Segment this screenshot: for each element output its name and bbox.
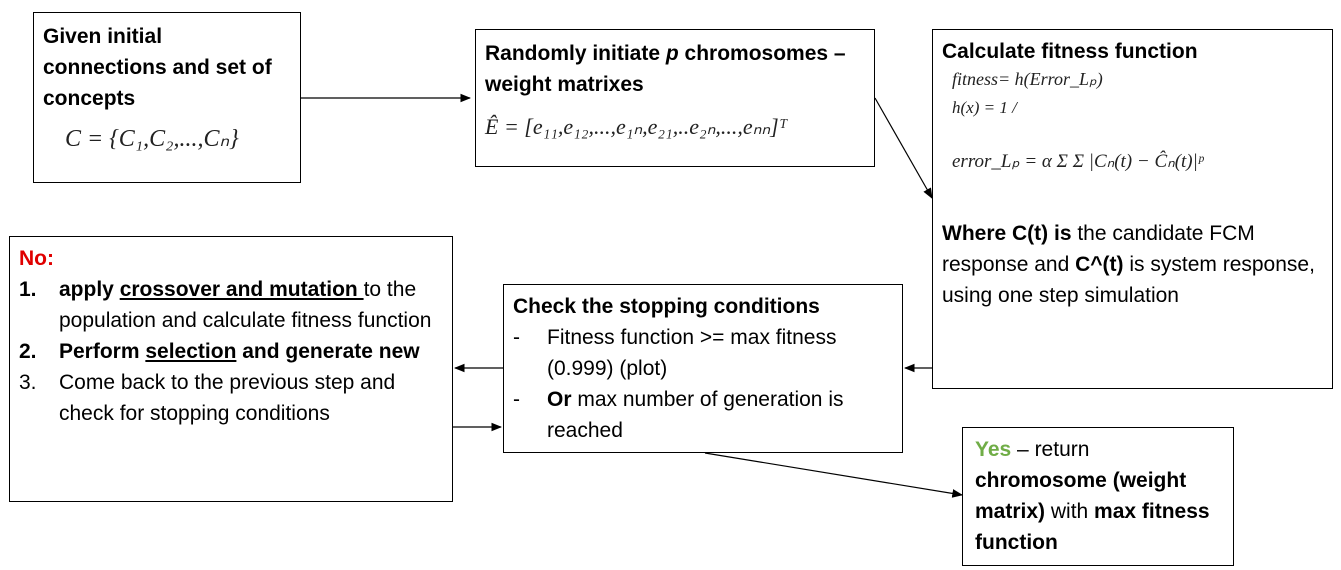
list-item: 1. apply crossover and mutation to the p… xyxy=(19,278,432,332)
error-formula-block: error_Lₚ = α Σ Σ |Cₙ(t) − Ĉₙ(t)|ᵖ xyxy=(952,134,1323,192)
box-random-initiate: Randomly initiate p chromosomes – weight… xyxy=(475,29,875,167)
arrow-check-to-yes xyxy=(704,452,964,498)
list-item: -Fitness function >= max fitness (0.999)… xyxy=(513,326,837,380)
no-steps-list: 1. apply crossover and mutation to the p… xyxy=(19,274,443,429)
random-initiate-text: Randomly initiate p chromosomes – weight… xyxy=(485,42,846,96)
fitness-where-text: Where C(t) is the candidate FCM response… xyxy=(942,222,1315,307)
error-formula: error_Lₚ = α Σ Σ |Cₙ(t) − Ĉₙ(t)|ᵖ xyxy=(952,151,1204,172)
concept-set-formula: C = {C₁,C₂,...,Cₙ} xyxy=(65,126,239,152)
box-calculate-fitness: Calculate fitness function fitness= h(Er… xyxy=(932,29,1333,389)
check-title: Check the stopping conditions xyxy=(513,295,820,318)
h-formula: h(x) = 1 / xyxy=(952,98,1017,117)
list-item: 3. Come back to the previous step and ch… xyxy=(19,371,396,425)
given-initial-text: Given initial connections and set of con… xyxy=(43,25,272,110)
fitness-title: Calculate fitness function xyxy=(942,40,1198,63)
box-given-initial: Given initial connections and set of con… xyxy=(33,12,301,183)
arrow-random-to-fitness xyxy=(874,97,933,199)
yes-text: Yes – return chromosome (weight matrix) … xyxy=(975,438,1210,554)
box-no-branch: No: 1. apply crossover and mutation to t… xyxy=(9,236,453,502)
stopping-conditions-list: -Fitness function >= max fitness (0.999)… xyxy=(513,322,893,446)
fitness-formula: fitness= h(Error_Lₚ) xyxy=(952,69,1103,89)
box-yes-branch: Yes – return chromosome (weight matrix) … xyxy=(962,427,1234,566)
no-label: No: xyxy=(19,247,54,270)
box-check-stopping: Check the stopping conditions -Fitness f… xyxy=(503,284,903,453)
list-item: 2. Perform selection and generate new xyxy=(19,340,420,363)
weight-matrix-formula: Ê = [e₁₁,e₁₂,...,e₁ₙ,e₂₁,..e₂ₙ,...,eₙₙ]ᵀ xyxy=(485,114,788,139)
list-item: -Or max number of generation is reached xyxy=(513,388,844,442)
